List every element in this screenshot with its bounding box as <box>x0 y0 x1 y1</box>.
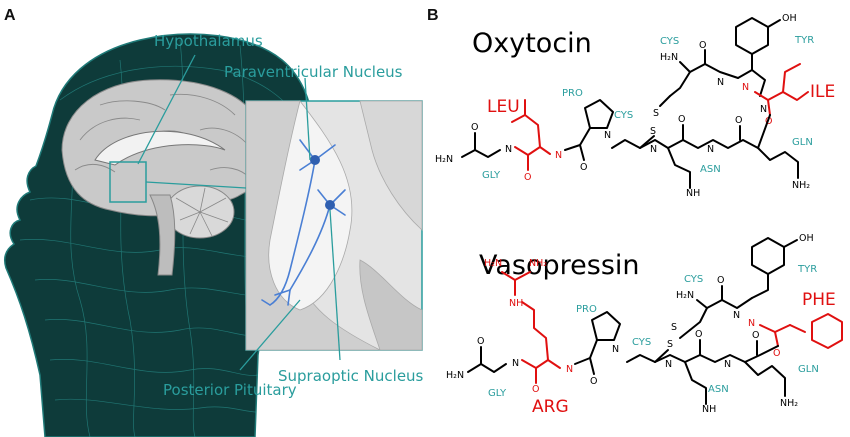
svg-text:O: O <box>717 275 724 286</box>
svg-text:O: O <box>471 122 478 133</box>
svg-text:O: O <box>678 114 685 125</box>
panel-a-label: A <box>4 7 16 24</box>
svg-text:H₂N: H₂N <box>676 290 694 301</box>
svg-text:S: S <box>653 108 659 119</box>
svg-text:O: O <box>735 115 742 126</box>
svg-text:CYS: CYS <box>614 110 633 121</box>
svg-text:ILE: ILE <box>810 82 835 102</box>
panel-b-label: B <box>427 7 439 24</box>
oxytocin-title: Oxytocin <box>472 28 592 59</box>
svg-text:OH: OH <box>799 233 814 244</box>
svg-text:H₂N: H₂N <box>446 370 464 381</box>
callout-lines <box>137 54 341 371</box>
svg-text:N: N <box>760 104 767 115</box>
svg-text:S: S <box>671 322 677 333</box>
svg-text:TYR: TYR <box>794 35 814 46</box>
svg-text:PRO: PRO <box>562 88 583 99</box>
svg-text:PHE: PHE <box>802 290 836 310</box>
callout-hypothalamus: Hypothalamus <box>154 32 263 50</box>
svg-text:H₂N: H₂N <box>435 154 453 165</box>
svg-text:NH₂: NH₂ <box>780 398 798 409</box>
svg-text:O: O <box>752 330 759 341</box>
svg-text:O: O <box>699 40 706 51</box>
callout-paraventricular-nucleus: Paraventricular Nucleus <box>224 63 403 81</box>
svg-text:ARG: ARG <box>532 397 569 417</box>
svg-text:OH: OH <box>782 13 797 24</box>
oxytocin-structure: Oxytocin OH H₂N O N CYS TYR N O ILE S S … <box>435 13 835 199</box>
svg-text:N: N <box>650 144 657 155</box>
svg-text:CYS: CYS <box>660 36 679 47</box>
svg-text:NH₂: NH₂ <box>529 258 547 269</box>
svg-text:O: O <box>532 384 539 395</box>
zoom-inset <box>245 100 423 351</box>
svg-text:CYS: CYS <box>684 274 703 285</box>
svg-text:N: N <box>505 144 512 155</box>
svg-text:NH: NH <box>702 404 716 415</box>
svg-text:N: N <box>612 344 619 355</box>
svg-text:TYR: TYR <box>797 264 817 275</box>
svg-text:O: O <box>580 162 587 173</box>
svg-text:GLN: GLN <box>792 137 813 148</box>
svg-text:S: S <box>667 339 673 350</box>
svg-text:N: N <box>733 310 740 321</box>
callout-posterior-pituitary: Posterior Pituitary <box>163 381 297 399</box>
svg-text:N: N <box>717 77 724 88</box>
svg-text:O: O <box>773 348 780 359</box>
svg-text:O: O <box>765 116 772 127</box>
svg-text:N: N <box>604 130 611 141</box>
svg-text:N: N <box>665 359 672 370</box>
svg-text:GLY: GLY <box>482 170 501 181</box>
svg-text:GLN: GLN <box>798 364 819 375</box>
svg-text:N: N <box>555 150 562 161</box>
svg-text:H₂N: H₂N <box>660 52 678 63</box>
svg-text:N: N <box>512 358 519 369</box>
svg-text:S: S <box>650 126 656 137</box>
vasopressin-structure: Vasopressin OH H₂N O N CYS TYR N O PHE S… <box>446 233 843 417</box>
svg-text:GLY: GLY <box>488 388 507 399</box>
svg-text:ASN: ASN <box>708 384 729 395</box>
svg-text:NH: NH <box>509 298 523 309</box>
svg-text:O: O <box>590 376 597 387</box>
svg-text:O: O <box>695 329 702 340</box>
svg-text:N: N <box>566 364 573 375</box>
svg-text:PRO: PRO <box>576 304 597 315</box>
svg-text:NH₂: NH₂ <box>792 180 810 191</box>
svg-text:NH: NH <box>686 188 700 199</box>
svg-text:N: N <box>707 144 714 155</box>
svg-text:LEU: LEU <box>487 97 520 117</box>
svg-text:CYS: CYS <box>632 337 651 348</box>
vasopressin-title: Vasopressin <box>479 250 640 281</box>
svg-text:N: N <box>742 82 749 93</box>
callout-supraoptic-nucleus: Supraoptic Nucleus <box>278 367 424 385</box>
svg-text:O: O <box>477 336 484 347</box>
svg-text:ASN: ASN <box>700 164 721 175</box>
svg-text:H₂N: H₂N <box>484 258 502 269</box>
svg-text:O: O <box>524 172 531 183</box>
svg-text:N: N <box>724 359 731 370</box>
svg-text:N: N <box>748 318 755 329</box>
